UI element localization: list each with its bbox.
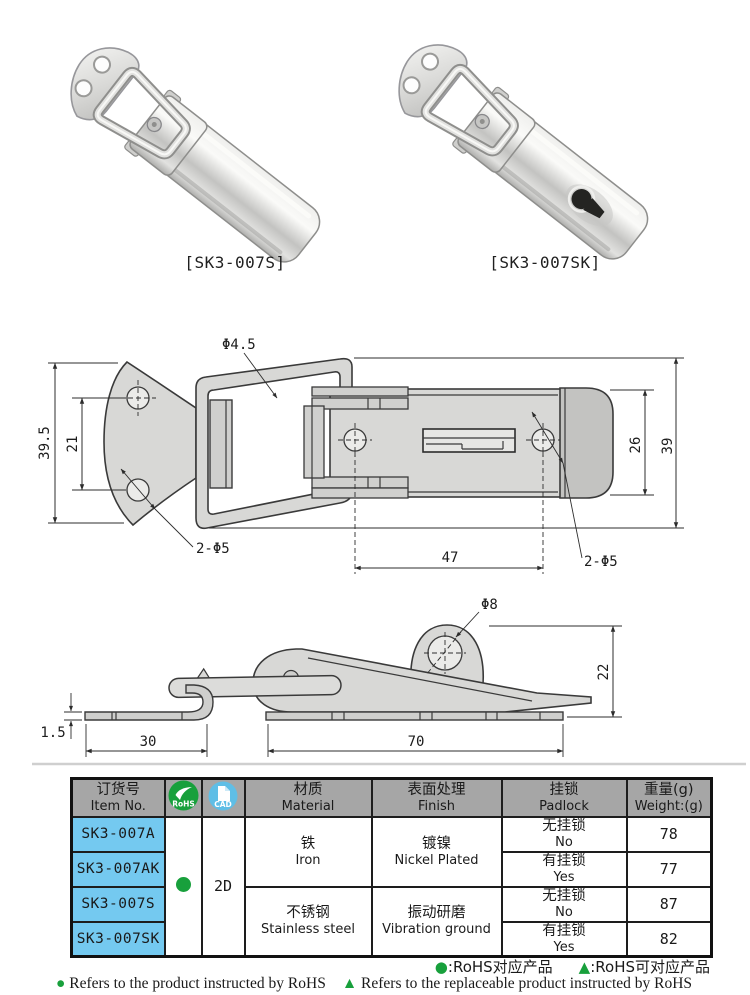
padlock-cell: 有挂锁 Yes xyxy=(500,920,628,958)
rohs-dot xyxy=(175,876,191,892)
product-photo-sk3-007sk xyxy=(381,30,660,274)
rohs-icon: RoHS xyxy=(168,780,199,815)
table-header-row: 订货号 Item No. RoHS CAD xyxy=(70,777,713,818)
padlock-eye xyxy=(565,184,613,227)
col-header-material: 材质 Material xyxy=(243,777,373,818)
item-cell: SK3-007SK xyxy=(70,920,166,958)
cad-cell: 2D xyxy=(200,815,246,958)
dim-plate-thickness: 1.5 xyxy=(40,725,65,741)
rohs-triangle-marker: ▲ xyxy=(578,958,591,976)
dim-body-holes: 2-Φ5 xyxy=(584,554,618,570)
material-cell-stainless: 不锈钢 Stainless steel xyxy=(243,885,373,958)
cad-icon-text: CAD xyxy=(214,800,232,809)
photo-label-sk3-007s: [SK3-007S] xyxy=(184,253,286,272)
weight-cell: 78 xyxy=(625,815,713,853)
item-cell: SK3-007A xyxy=(70,815,166,853)
padlock-cell: 有挂锁 Yes xyxy=(500,850,628,888)
catch-plate xyxy=(103,360,197,527)
artwork: 39.5 21 2-Φ5 Φ4.5 39 26 47 2-Φ5 xyxy=(32,0,746,766)
legend-cn: ●:RoHS对应产品 ▲:RoHS可对应产品 xyxy=(70,956,710,977)
dim-plate-height: 39.5 xyxy=(37,426,53,460)
dim-overall-width: 39 xyxy=(660,438,676,455)
finish-header-en: Finish xyxy=(417,798,455,814)
weight-header-en: Weight:(g) xyxy=(634,798,703,814)
material-header-en: Material xyxy=(281,798,335,814)
body-end-cap xyxy=(559,387,614,499)
material-header-zh: 材质 xyxy=(293,781,323,798)
dim-height: 22 xyxy=(596,664,612,681)
padlock-cell: 无挂锁 No xyxy=(500,885,628,923)
finish-cell-nickel: 镀镍 Nickel Plated xyxy=(370,815,503,888)
rohs-dot-marker: ● xyxy=(434,958,448,976)
material-cell-iron: 铁 Iron xyxy=(243,815,373,888)
weight-cell: 82 xyxy=(625,920,713,958)
rohs-triangle-marker: ▲ xyxy=(341,975,358,992)
rohs-mark-cell xyxy=(163,815,203,958)
lever-bar xyxy=(168,667,342,699)
finish-cell-vibration: 振动研磨 Vibration ground xyxy=(370,885,503,958)
dim-eye-dia: Φ8 xyxy=(481,597,498,613)
legend-en-rohs-alt: Refers to the replaceable product instru… xyxy=(357,975,693,992)
center-slot xyxy=(422,428,516,453)
table-row: SK3-007S 不锈钢 Stainless steel 振动研磨 Vibrat… xyxy=(70,885,713,958)
weight-cell: 87 xyxy=(625,885,713,923)
padlock-header-zh: 挂锁 xyxy=(549,781,579,798)
col-header-weight: 重量(g) Weight:(g) xyxy=(625,777,713,818)
padlock-header-en: Padlock xyxy=(539,798,589,814)
dim-hook-plate-length: 30 xyxy=(140,734,157,750)
top-view-drawing: 39.5 21 2-Φ5 Φ4.5 39 26 47 2-Φ5 xyxy=(37,337,684,574)
legend-cn-rohs-alt: :RoHS可对应产品 xyxy=(590,958,710,976)
item-header-zh: 订货号 xyxy=(96,781,141,798)
weight-header-zh: 重量(g) xyxy=(643,781,694,798)
col-header-rohs: RoHS xyxy=(163,777,203,818)
cad-icon: CAD xyxy=(208,781,238,815)
table-row: SK3-007SK 有挂锁 Yes 82 xyxy=(70,920,713,958)
side-view-drawing: Φ8 22 1.5 30 70 xyxy=(40,597,622,757)
dim-base-length: 70 xyxy=(408,734,425,750)
weight-cell: 77 xyxy=(625,850,713,888)
legend-en: ● Refers to the product instructed by Ro… xyxy=(56,975,736,993)
spec-table: 订货号 Item No. RoHS CAD xyxy=(70,777,713,958)
dim-plate-holes: 2-Φ5 xyxy=(196,541,230,557)
col-header-padlock: 挂锁 Padlock xyxy=(500,777,628,818)
finish-header-zh: 表面处理 xyxy=(407,781,466,798)
legend-cn-rohs: :RoHS对应产品 xyxy=(447,958,553,976)
dim-body-hole-distance: 47 xyxy=(442,550,459,566)
product-photo-sk3-007s xyxy=(53,33,332,277)
item-header-en: Item No. xyxy=(90,798,146,814)
rohs-dot-marker: ● xyxy=(56,975,66,992)
rohs-icon-text: RoHS xyxy=(172,800,195,809)
dim-body-width: 26 xyxy=(628,437,644,454)
legend-en-rohs: Refers to the product instructed by RoHS xyxy=(65,975,326,992)
keeper-bar xyxy=(209,399,233,489)
col-header-cad: CAD xyxy=(200,777,246,818)
col-header-item: 订货号 Item No. xyxy=(70,777,166,818)
strike-plate xyxy=(84,684,214,721)
base-plate xyxy=(265,711,564,721)
spring-lever xyxy=(303,386,409,499)
col-header-finish: 表面处理 Finish xyxy=(370,777,503,818)
item-cell: SK3-007S xyxy=(70,885,166,923)
photo-label-sk3-007sk: [SK3-007SK] xyxy=(489,253,601,272)
table-row: SK3-007A 2D 铁 Iron 镀镍 Nickel Plated 无挂锁 … xyxy=(70,815,713,958)
table-row: SK3-007AK 有挂锁 Yes 77 xyxy=(70,850,713,888)
item-cell: SK3-007AK xyxy=(70,850,166,888)
dim-wire-dia: Φ4.5 xyxy=(222,337,256,353)
dim-hole-spacing: 21 xyxy=(65,436,81,453)
padlock-cell: 无挂锁 No xyxy=(500,815,628,853)
